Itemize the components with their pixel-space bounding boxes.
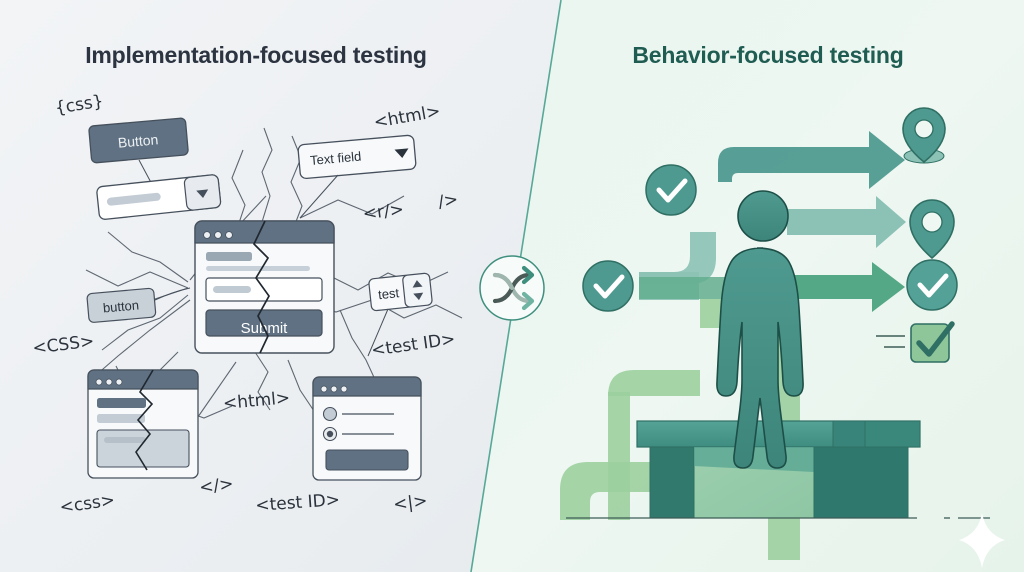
crack-over-bl-window xyxy=(135,369,154,471)
chevron-down-icon xyxy=(394,148,409,158)
text-field-label: Text field xyxy=(309,149,361,168)
window-bar-2 xyxy=(206,266,310,271)
code-labels: {css}<html><r/>/><CSS><html><test ID><cs… xyxy=(31,91,459,517)
dropdown-blank-value xyxy=(106,192,161,206)
flow-arrow-top xyxy=(718,131,905,189)
flow-arrow-bottom xyxy=(790,262,905,312)
center-browser-window[interactable]: Submit xyxy=(194,220,335,354)
spinner-connector xyxy=(367,308,389,357)
button-tag-chip[interactable]: button xyxy=(86,287,157,323)
r-slash-label: <r/> xyxy=(362,200,405,225)
bottom-left-browser-window[interactable] xyxy=(87,369,199,479)
button-chip-label: Button xyxy=(117,131,159,150)
flow-arrow-middle xyxy=(787,196,906,248)
person-figure xyxy=(716,190,804,469)
dropdown-blank[interactable] xyxy=(96,174,222,220)
radio-selected-dot xyxy=(326,430,334,438)
bl-panel xyxy=(96,429,190,468)
window-bar-1 xyxy=(206,252,252,261)
spinner-stepper[interactable] xyxy=(402,272,433,308)
bl-panel-bar xyxy=(104,437,146,443)
check-circle-right xyxy=(906,259,958,311)
button-chip[interactable]: Button xyxy=(88,117,189,164)
location-pin-middle xyxy=(909,199,955,260)
spinner-label: test xyxy=(377,285,400,302)
bl-bar-1 xyxy=(97,398,146,408)
submit-button[interactable] xyxy=(205,309,323,337)
check-icon xyxy=(593,274,625,299)
button-tag-label: button xyxy=(102,297,139,315)
check-circle-top-left xyxy=(645,164,697,216)
text-field-dropdown[interactable]: Text field xyxy=(297,134,417,180)
left-panel-title: Implementation-focused testing xyxy=(85,42,427,68)
br-button[interactable] xyxy=(325,449,409,471)
flow-feed-left-lower xyxy=(639,277,749,299)
check-icon xyxy=(656,178,688,203)
close-tag-label: </> xyxy=(198,474,234,498)
bottom-right-browser-window[interactable] xyxy=(312,376,422,481)
bl-bar-2 xyxy=(97,414,145,423)
pipe-tag-label: <|> xyxy=(392,491,428,515)
platform-table xyxy=(636,420,921,519)
window-input-placeholder xyxy=(213,286,251,293)
check-icon xyxy=(916,321,955,357)
crack-over-window xyxy=(252,220,271,354)
flow-pipe-left-down xyxy=(560,370,700,520)
radio-unselected[interactable] xyxy=(322,406,338,422)
test-spinner[interactable]: test xyxy=(368,272,433,312)
check-icon xyxy=(917,273,949,298)
chevron-down-icon xyxy=(413,292,424,301)
chevron-down-icon xyxy=(196,189,209,198)
shuffle-badge[interactable] xyxy=(479,255,545,321)
sparkle-icon xyxy=(959,513,1005,568)
check-circle-left xyxy=(582,260,634,312)
checkbox-side-lines xyxy=(876,335,905,348)
buttontag-connector xyxy=(154,287,191,301)
checkbox-checked[interactable] xyxy=(910,321,955,363)
self-close-label: /> xyxy=(437,190,460,213)
shuffle-icon xyxy=(492,265,535,311)
right-panel-title: Behavior-focused testing xyxy=(632,42,904,68)
textfield-connector xyxy=(299,174,339,219)
location-pin-top xyxy=(902,107,946,164)
chevron-up-icon xyxy=(412,280,423,288)
